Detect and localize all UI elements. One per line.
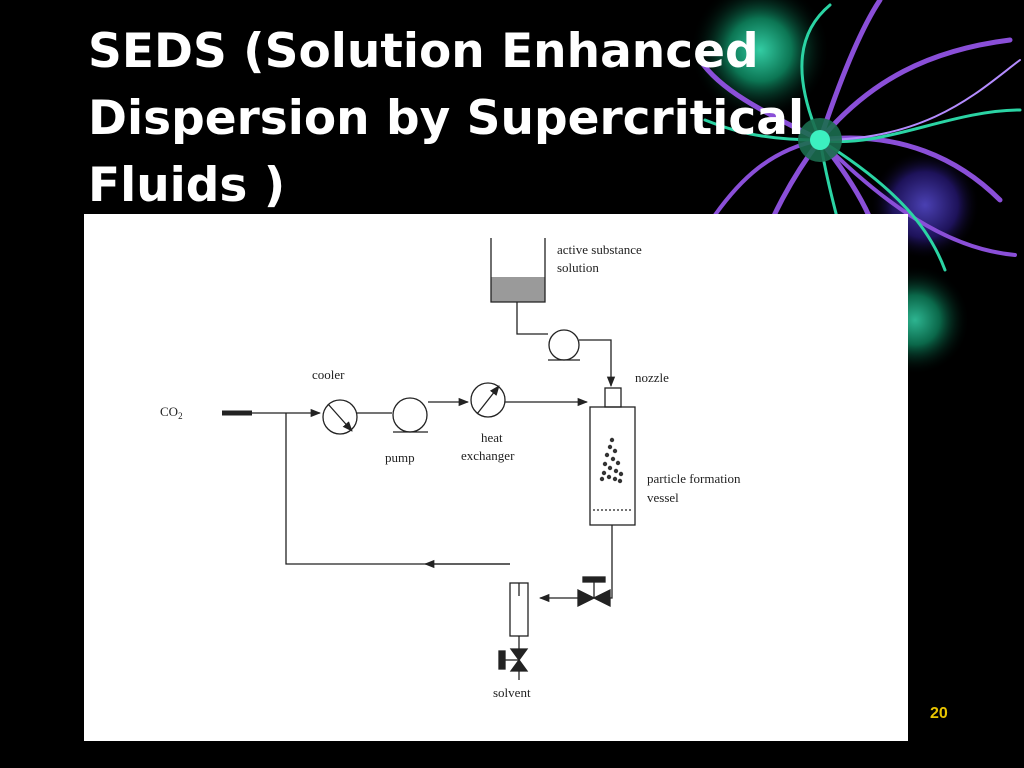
title-line: Dispersion by Supercritical xyxy=(88,91,805,146)
title-line: SEDS (Solution Enhanced xyxy=(88,24,759,79)
valve-icon xyxy=(577,576,611,608)
separator-vessel xyxy=(509,582,529,637)
pump-icon xyxy=(392,397,428,433)
seds-process-diagram: active substance solution nozzle cooler … xyxy=(84,214,908,741)
solution-reservoir xyxy=(490,238,548,335)
heat-exchanger-icon xyxy=(470,382,506,418)
vessel-label: vessel xyxy=(647,490,679,505)
particle-formation-vessel xyxy=(589,406,636,526)
heat-exchanger-label: heat xyxy=(481,430,503,445)
slide-title: SEDS (Solution Enhanced Dispersion by Su… xyxy=(88,18,948,219)
vessel-label: particle formation xyxy=(647,471,741,486)
nozzle-label: nozzle xyxy=(635,370,669,385)
process-flow-svg: active substance solution nozzle cooler … xyxy=(160,238,741,700)
title-line: Fluids ) xyxy=(88,158,286,213)
pump-label: pump xyxy=(385,450,415,465)
cooler-label: cooler xyxy=(312,367,345,382)
active-substance-label: solution xyxy=(557,260,599,275)
particle-spray xyxy=(599,437,624,484)
page-number: 20 xyxy=(930,705,948,722)
cooler-icon xyxy=(322,399,358,435)
pump-icon xyxy=(548,329,616,388)
heat-exchanger-label: exchanger xyxy=(461,448,515,463)
valve-icon xyxy=(498,648,529,672)
nozzle-icon xyxy=(604,387,622,408)
active-substance-label: active substance xyxy=(557,242,642,257)
co2-label: CO2 xyxy=(160,404,183,421)
solvent-label: solvent xyxy=(493,685,531,700)
